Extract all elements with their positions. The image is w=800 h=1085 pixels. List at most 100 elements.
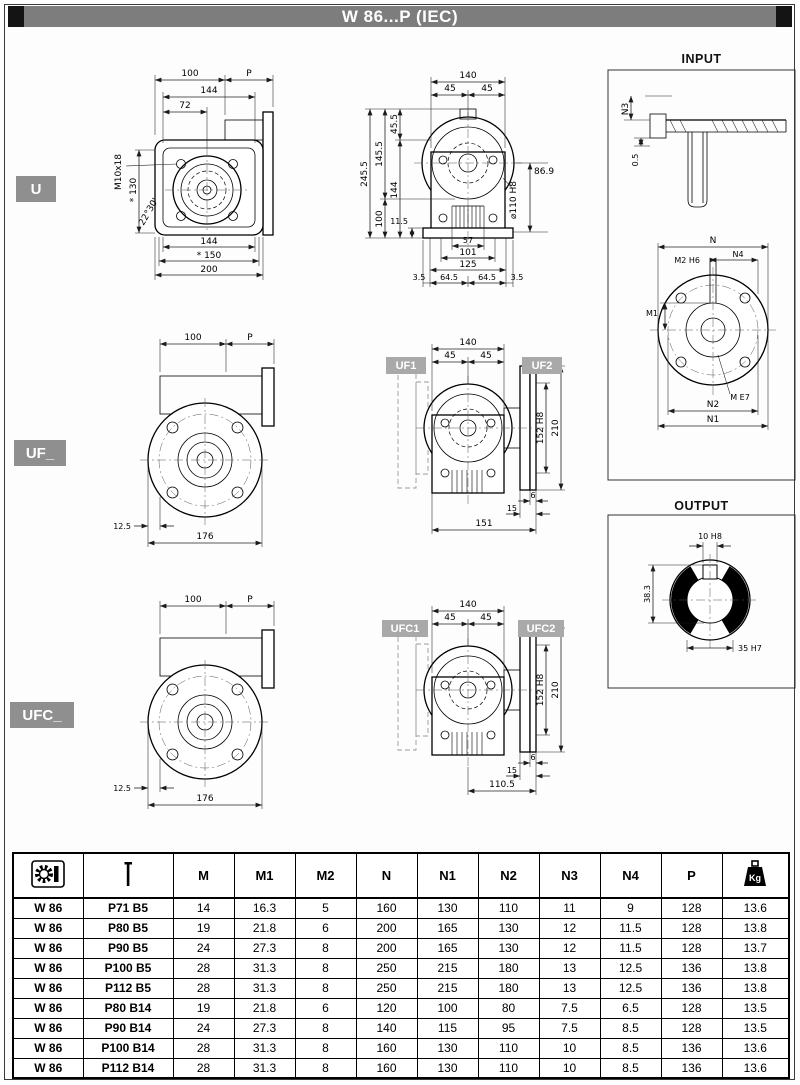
dim-label: N1 [707, 415, 719, 425]
dim-label: M2 H6 [674, 256, 700, 265]
dimension-value-cell: 13.6 [721, 1037, 790, 1059]
uf-side-view-drawing [140, 367, 275, 525]
page-title: W 86...P (IEC) [341, 6, 459, 26]
dimension-value-cell: 128 [660, 997, 723, 1019]
dimension-value-cell: 10 [538, 1037, 601, 1059]
dim-label: 210 [551, 419, 561, 436]
dim-label: N [710, 236, 717, 246]
gearbox-size-cell: W 86 [12, 937, 84, 959]
dimension-value-cell: 110 [477, 897, 540, 919]
motor-flange-cell: P112 B5 [82, 977, 174, 999]
dimension-value-cell: 180 [477, 957, 540, 979]
dim-label: 45 [444, 351, 455, 361]
motor-flange-cell: P112 B14 [82, 1057, 174, 1079]
dimension-value-cell: 6.5 [599, 997, 662, 1019]
dimension-value-cell: 13.7 [721, 937, 790, 959]
col-header-m2: M2 [294, 852, 357, 899]
dim-label: 210 [551, 681, 561, 698]
dimension-value-cell: 100 [416, 997, 479, 1019]
dimension-value-cell: 136 [660, 1057, 723, 1079]
dim-label: M10x18 [114, 154, 124, 190]
dimension-value-cell: 19 [172, 997, 235, 1019]
dim-label: 100 [181, 69, 198, 79]
dim-label: 10 H8 [698, 532, 722, 541]
dim-label: 45 [481, 84, 492, 94]
dim-label: 144 [390, 181, 400, 198]
dimension-value-cell: 110 [477, 1057, 540, 1079]
dimension-value-cell: 165 [416, 917, 479, 939]
dim-label: 100 [184, 595, 201, 605]
dim-label: 140 [459, 71, 476, 81]
dim-label: 12.5 [113, 784, 131, 793]
dimension-value-cell: 8 [294, 977, 357, 999]
gearbox-size-cell: W 86 [12, 1037, 84, 1059]
gearbox-size-cell: W 86 [12, 1057, 84, 1079]
dimension-value-cell: 8.5 [599, 1057, 662, 1079]
col-header-n2: N2 [477, 852, 540, 899]
dimension-value-cell: 128 [660, 897, 723, 919]
dim-label: 86.9 [534, 167, 554, 177]
dimension-value-cell: 8 [294, 1057, 357, 1079]
dim-label: ⌀110 H8 [509, 181, 519, 219]
dim-label: 45 [444, 84, 455, 94]
output-bore-dimensions: 10 H8 38.3 35 H7 [643, 532, 762, 653]
dim-label: 6 [530, 753, 535, 762]
dimension-value-cell: 31.3 [233, 1037, 296, 1059]
dim-label: 3.5 [511, 273, 524, 282]
dim-label: 145.5 [375, 141, 385, 167]
col-header-n1: N1 [416, 852, 479, 899]
col-header-p: P [660, 852, 723, 899]
gearbox-size-cell: W 86 [12, 897, 84, 919]
dimension-value-cell: 24 [172, 937, 235, 959]
gearbox-icon-header [12, 852, 84, 899]
dimension-value-cell: 7.5 [538, 997, 601, 1019]
dimension-value-cell: 13.5 [721, 997, 790, 1019]
dimension-value-cell: 28 [172, 1057, 235, 1079]
dimension-value-cell: 9 [599, 897, 662, 919]
gearbox-size-cell: W 86 [12, 957, 84, 979]
u-side-view-dimensions: 100 P 144 72 M10x18 * 130 22°30' 144 * 1… [114, 69, 274, 280]
dimension-value-cell: 27.3 [233, 1017, 296, 1039]
dimension-value-cell: 14 [172, 897, 235, 919]
motor-flange-cell: P100 B5 [82, 957, 174, 979]
dimension-value-cell: 130 [416, 897, 479, 919]
dimension-value-cell: 31.3 [233, 977, 296, 999]
dim-label: 152 H8 [536, 411, 546, 444]
dimension-value-cell: 8.5 [599, 1017, 662, 1039]
output-bore-drawing [662, 554, 758, 648]
dimension-value-cell: 160 [355, 897, 418, 919]
title-bar-right-cap [776, 6, 792, 27]
dimension-value-cell: 28 [172, 977, 235, 999]
dimension-value-cell: 11 [538, 897, 601, 919]
dimension-value-cell: 31.3 [233, 1057, 296, 1079]
uf-front-view-drawing [397, 365, 545, 505]
dim-label: * 150 [197, 251, 222, 261]
dim-label: 100 [184, 333, 201, 343]
section-badge-ufc: UFC_ [10, 702, 74, 728]
dimension-value-cell: 28 [172, 1037, 235, 1059]
dimension-value-cell: 13.8 [721, 917, 790, 939]
dimension-value-cell: 215 [416, 957, 479, 979]
dim-label: 45 [480, 613, 491, 623]
output-panel-title: OUTPUT [674, 499, 729, 513]
gearbox-size-cell: W 86 [12, 1017, 84, 1039]
dimension-value-cell: 5 [294, 897, 357, 919]
motor-flange-cell: P90 B14 [82, 1017, 174, 1039]
gearbox-icon [31, 860, 66, 888]
dim-label: P [247, 333, 253, 343]
dimension-value-cell: 13.6 [721, 897, 790, 919]
dim-label: 3.5 [413, 273, 426, 282]
dimension-value-cell: 21.8 [233, 917, 296, 939]
variant-badge-uf1: UF1 [386, 357, 426, 374]
dim-label: * 130 [129, 177, 139, 202]
dim-label: 12.5 [113, 522, 131, 531]
dimension-value-cell: 13.6 [721, 1057, 790, 1079]
dim-label: 11.5 [390, 217, 408, 226]
dimension-value-cell: 128 [660, 937, 723, 959]
dimension-value-cell: 165 [416, 937, 479, 959]
